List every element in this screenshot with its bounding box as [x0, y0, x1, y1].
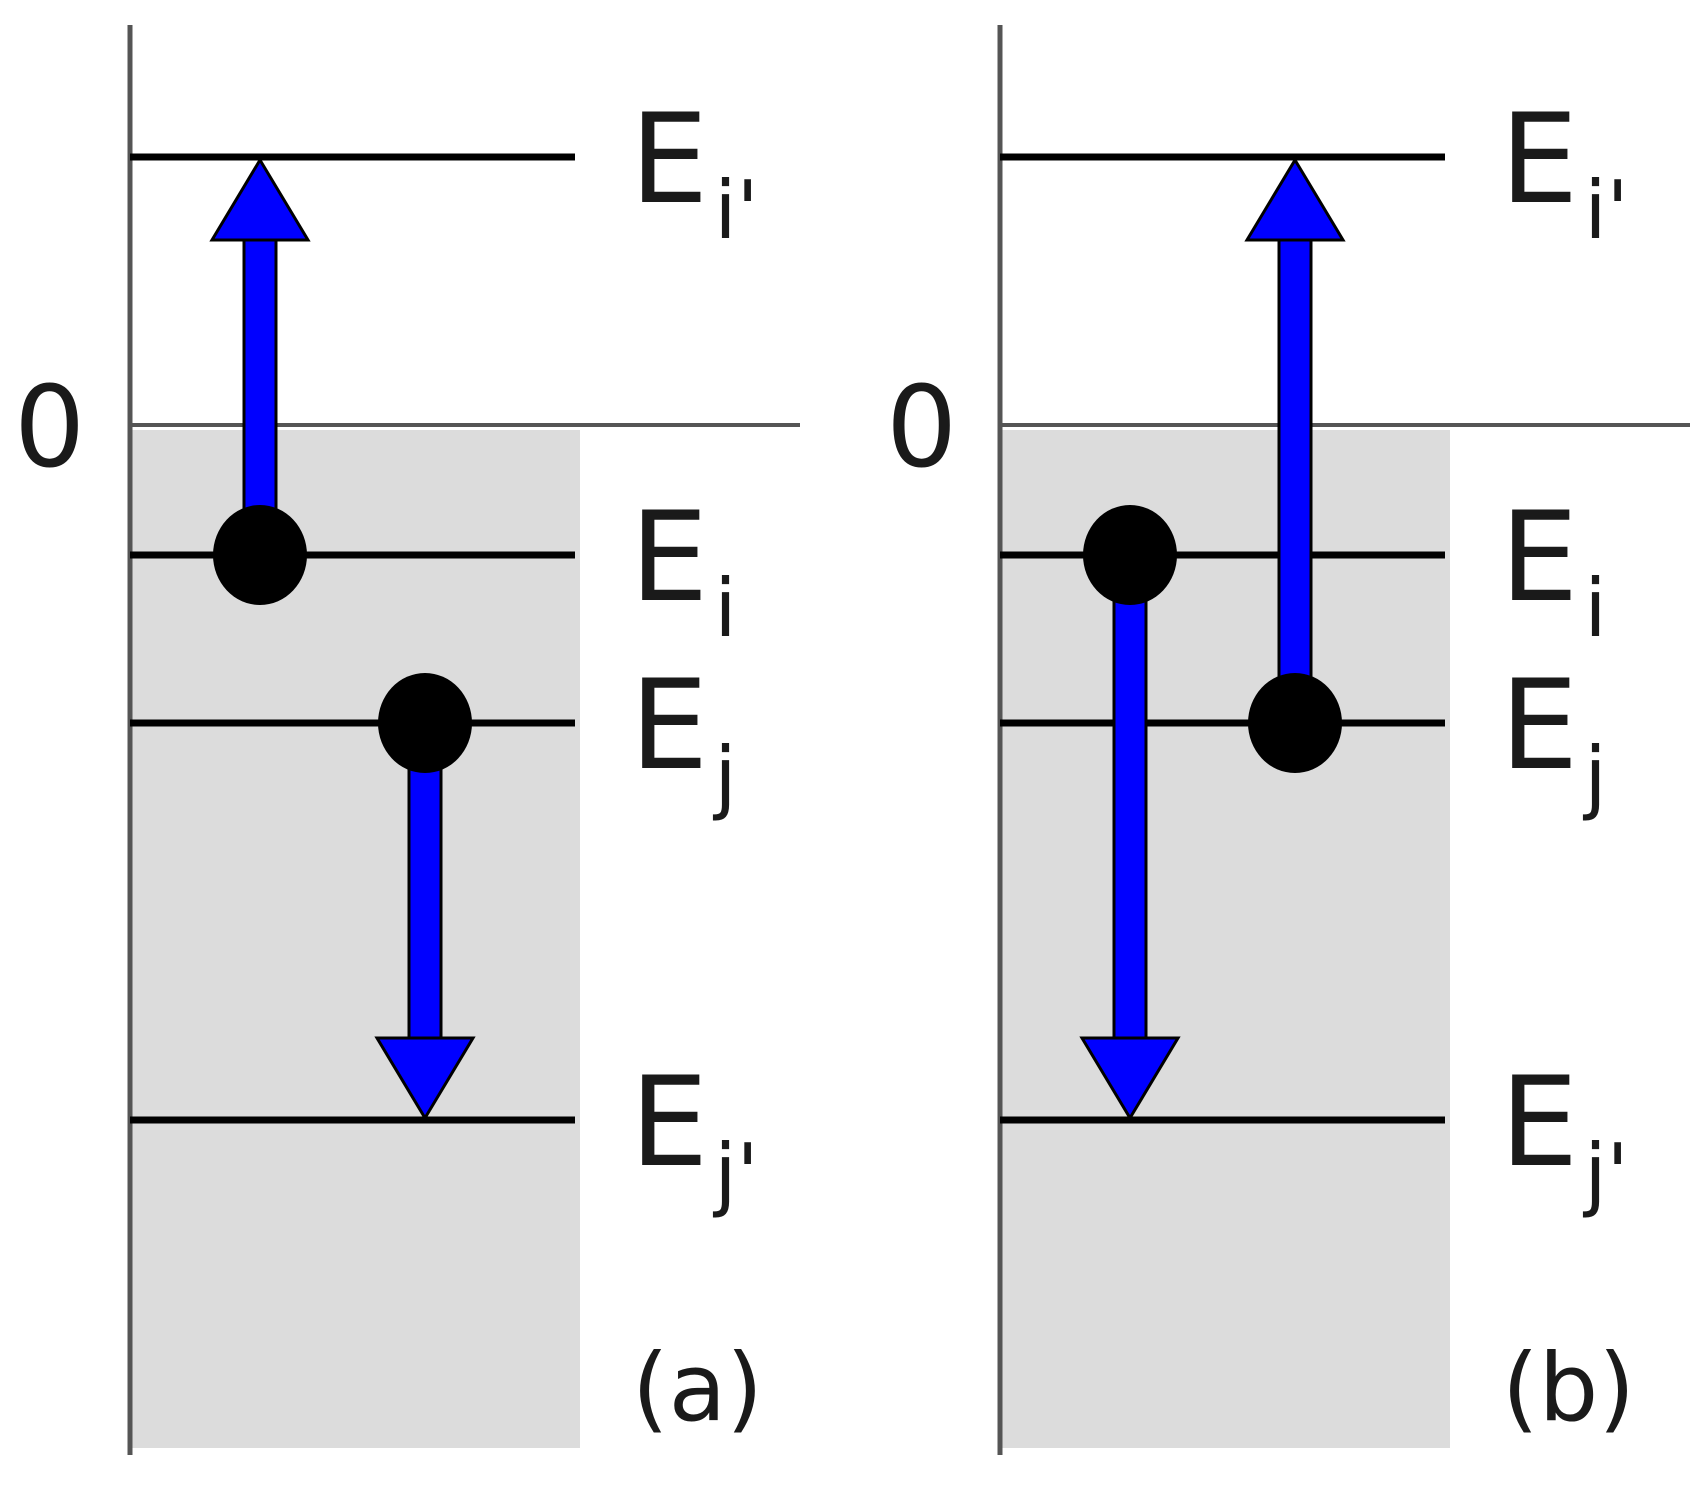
- panel-b-down-arrow: [1079, 558, 1181, 1121]
- panel-b-band-shading: [1000, 430, 1450, 1448]
- panel-b-label-ei: Ei: [1500, 486, 1607, 655]
- panel-a-caption: (a): [632, 1334, 763, 1443]
- panel-a-electron-ej: [378, 673, 472, 773]
- panel-a-label-ei: Ei: [630, 486, 737, 655]
- panel-a-label-ej: Ej: [630, 654, 737, 823]
- panel-a-label-ej-prime: Ej': [630, 1051, 759, 1220]
- panel-b-label-ej: Ej: [1500, 654, 1607, 823]
- panel-a-electron-ei: [213, 505, 307, 605]
- panel-b-zero-label: 0: [886, 363, 957, 493]
- panel-a-band-shading: [130, 430, 580, 1448]
- panel-b-label-ei-prime: Ei': [1500, 88, 1629, 257]
- panel-b-electron-ei: [1083, 505, 1177, 605]
- panel-a-zero-label: 0: [14, 363, 85, 493]
- panel-b-label-ej-prime: Ej': [1500, 1051, 1629, 1220]
- panel-a: 0 Ei' Ei Ej Ej' (a): [14, 25, 800, 1455]
- panel-a-down-arrow: [374, 723, 476, 1121]
- panel-b-electron-ej: [1248, 673, 1342, 773]
- panel-a-label-ei-prime: Ei': [630, 88, 759, 257]
- panel-b: 0 Ei' Ei Ej Ej' (b): [886, 25, 1690, 1455]
- panel-b-caption: (b): [1502, 1334, 1635, 1443]
